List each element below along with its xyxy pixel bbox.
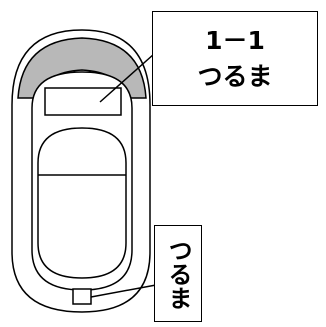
- callout-top-line2: つるま: [197, 61, 273, 91]
- leader-line-bottom: [90, 284, 157, 298]
- callout-bottom: つるま: [154, 225, 202, 322]
- oval-slot: [37, 127, 127, 279]
- callout-bottom-text: つるま: [164, 237, 192, 310]
- callout-top: 1－1 つるま: [152, 11, 318, 106]
- device-cap: [17, 37, 147, 99]
- bottom-label-box: [72, 288, 92, 305]
- display-window: [44, 87, 122, 116]
- callout-top-line1: 1－1: [205, 25, 265, 55]
- leader-line-top: [99, 53, 155, 103]
